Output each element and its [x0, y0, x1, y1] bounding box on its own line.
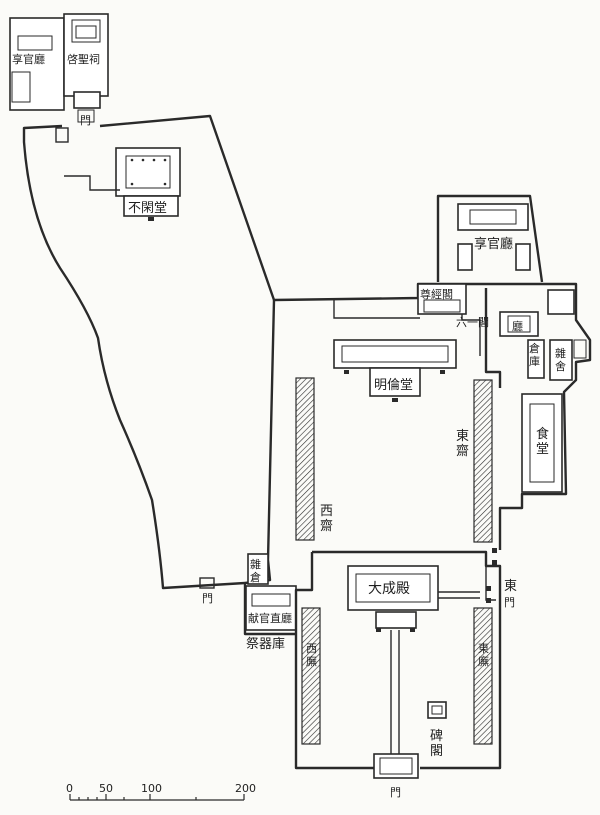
xiang-guan-ting-ne-label: 享官廳: [474, 236, 513, 252]
ne-hall-wall: [436, 194, 544, 283]
xian-guan-zhi-ting-label: 献官直廳: [248, 611, 292, 625]
main-compound-wall: [273, 282, 592, 550]
west-compound-wall: [22, 124, 246, 590]
liu-ge-label: 六一閣: [456, 316, 489, 329]
nw-shrine-group: 享官廳 啓聖祠 門: [9, 13, 109, 127]
ming-lun-tang-building: [333, 339, 457, 402]
xi-zhai-building: [295, 377, 315, 541]
bei-ge-label: 碑閣: [430, 728, 443, 759]
za-she-building: [549, 339, 573, 381]
ting-label: 廳: [512, 319, 523, 333]
dong-wu-building: [473, 607, 493, 745]
men-e-label-2: 門: [504, 596, 515, 609]
xian-guan-zhi-ting-building: [245, 585, 297, 631]
bei-ge-building: [427, 701, 447, 719]
zun-jing-ge-building: [417, 283, 467, 315]
processional-path: [390, 630, 400, 754]
ming-lun-tang-label: 明倫堂: [374, 378, 413, 393]
za-cang-building: [247, 553, 269, 585]
shi-tang-label: 食堂: [536, 426, 549, 457]
da-cheng-dian-label: 大成殿: [368, 581, 410, 597]
shi-tang-building: [521, 393, 563, 493]
south-gate: [373, 753, 419, 779]
bu-xian-tang-label: 不閑堂: [128, 201, 167, 216]
xiang-guan-ting-ne-building: [457, 203, 531, 271]
xi-wu-label: 西廡: [306, 642, 317, 668]
zun-jing-ge-label: 尊經閣: [420, 287, 453, 301]
ji-sheng-ci-label: 啓聖祠: [67, 52, 100, 66]
men-nw-label: 門: [80, 114, 91, 127]
north-east-diagonal-wall: [99, 114, 276, 301]
scale-tick-100: 100: [141, 782, 162, 795]
men-s-label: 門: [390, 786, 401, 799]
dong-zhai-label: 東齋: [456, 428, 469, 459]
scale-tick-50: 50: [99, 782, 113, 795]
dong-zhai-building: [473, 379, 493, 543]
ting-building: [499, 311, 539, 337]
ji-qi-ku-label: 祭器庫: [246, 637, 285, 652]
men-e-label-1: 東: [504, 578, 517, 594]
scale-tick-200: 200: [235, 782, 256, 795]
za-she-label: 雜舍: [555, 346, 566, 373]
scale-tick-0: 0: [66, 782, 73, 795]
xiang-guan-ting-nw-label: 享官廳: [12, 52, 45, 66]
bu-xian-tang-building: [64, 147, 181, 221]
scale-bar: 0 50 100 200: [66, 782, 256, 801]
dong-wu-label: 東廡: [478, 642, 489, 668]
da-cheng-dian-building: [347, 565, 439, 632]
xiang-guan-ting-nw-building: [9, 17, 65, 111]
men-w-label: 門: [202, 592, 213, 605]
za-cang-label: 雜倉: [250, 557, 261, 584]
xi-wu-building: [301, 607, 321, 745]
cang-ku-building: [527, 339, 545, 379]
cang-ku-label: 倉庫: [529, 341, 540, 368]
xi-zhai-label: 西齋: [320, 504, 333, 534]
shrine-compound-wall: [312, 550, 502, 770]
